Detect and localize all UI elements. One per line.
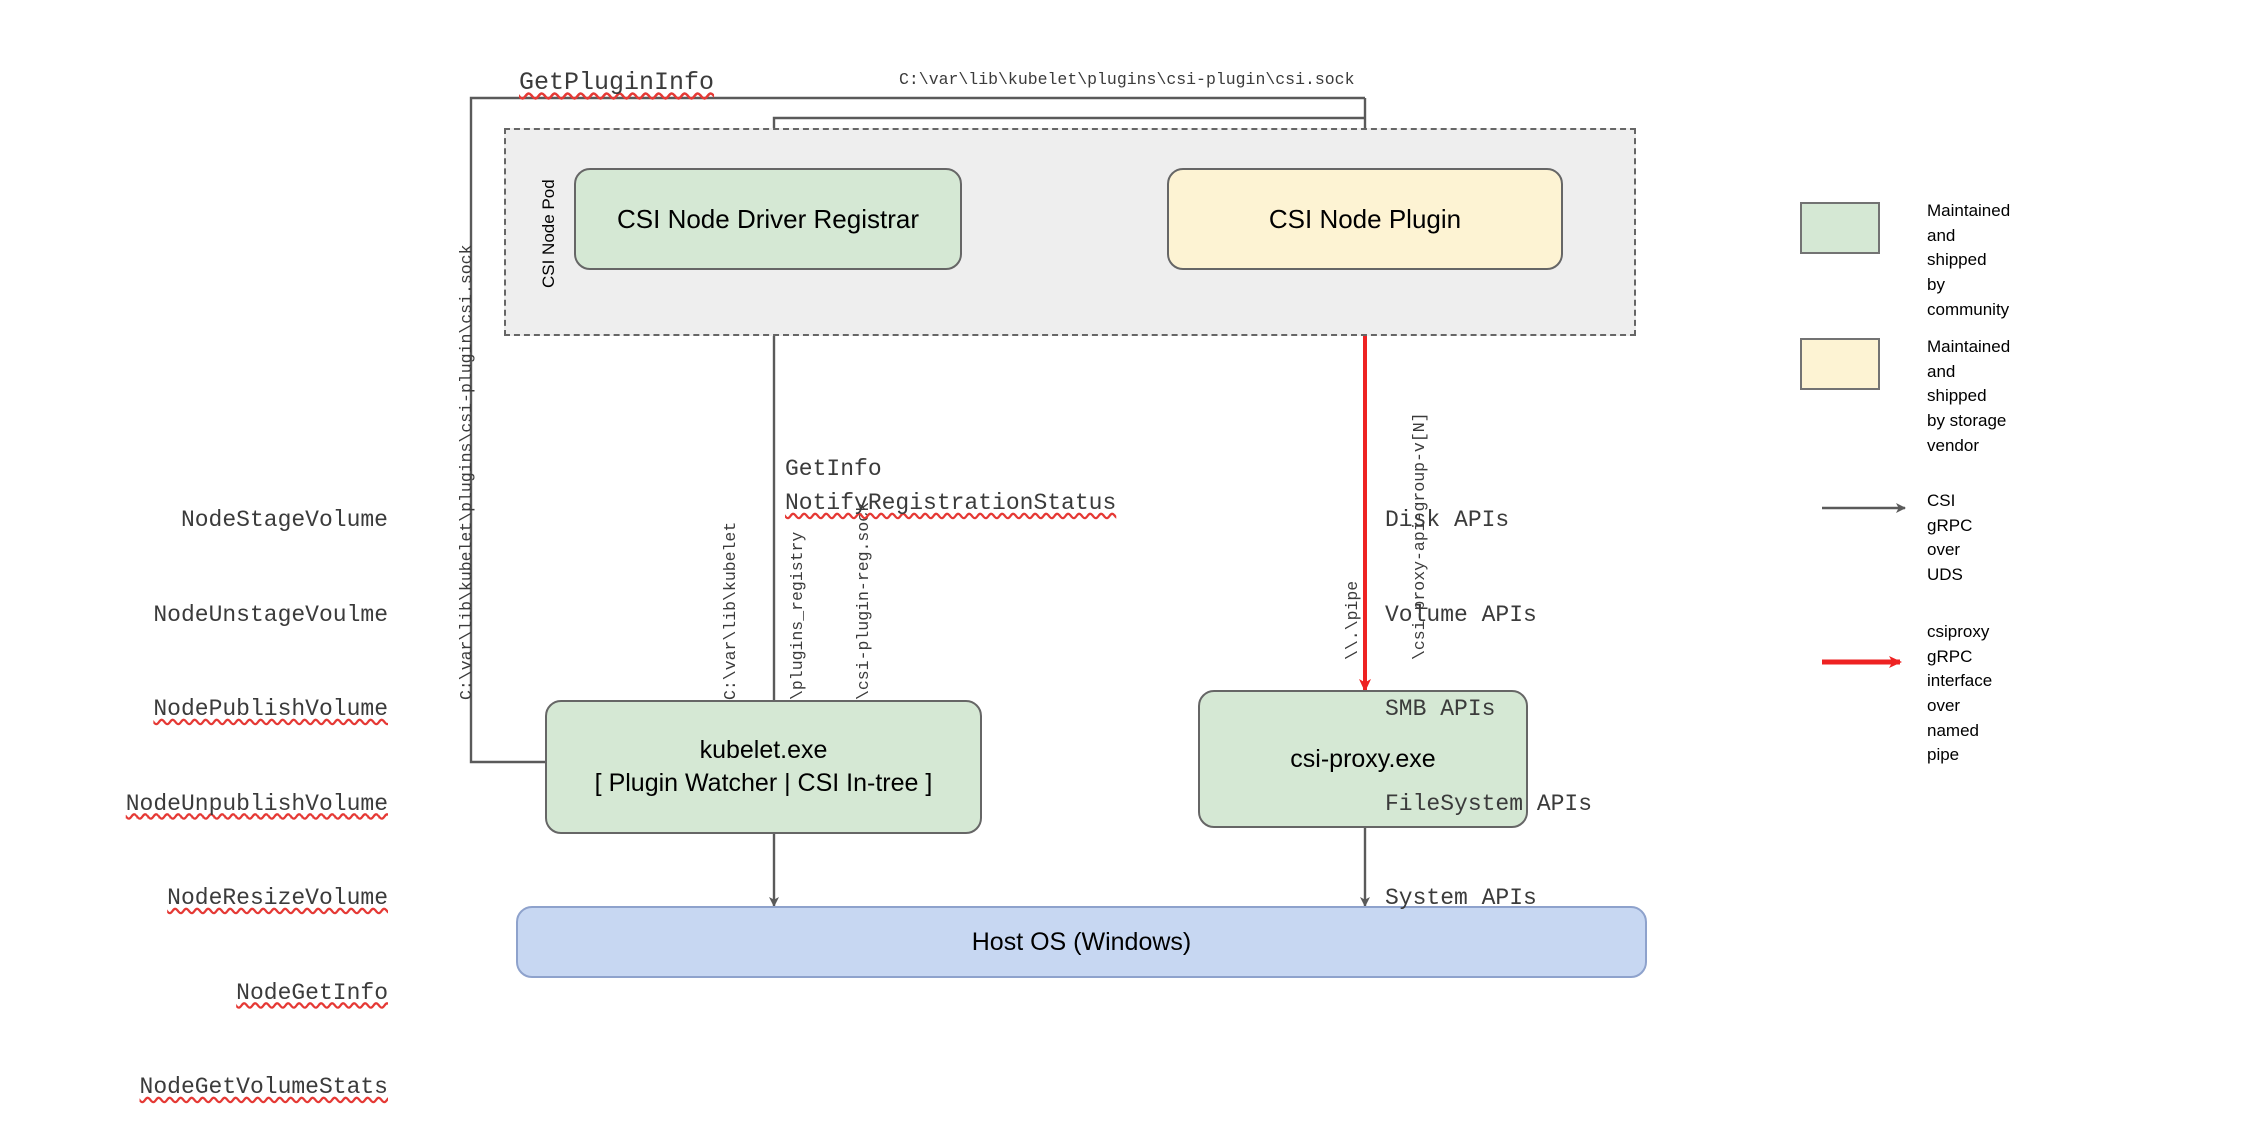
legend-label-storage-vendor: Maintained and shipped by storage vendor — [1927, 337, 2011, 455]
list-item: Volume APIs — [1385, 601, 1537, 628]
legend-label-csiproxy-named-pipe: csiproxy gRPC interface over named pipe — [1927, 622, 1993, 765]
list-item: NodeUnpublishVolume — [125, 790, 388, 817]
node-api-call-list: NodeStageVolume NodeUnstageVoulme NodePu… — [100, 442, 388, 1135]
list-item: NodeStageVolume — [180, 507, 388, 533]
node-csi-node-plugin[interactable]: CSI Node Plugin — [1167, 168, 1563, 270]
registry-path-line-3: \csi-plugin-reg.sock — [853, 501, 873, 700]
list-item: NodeGetInfo — [236, 979, 388, 1006]
legend-swatch-community — [1800, 202, 1880, 254]
list-item: NodeGetVolumeStats — [139, 1074, 388, 1100]
list-item: FileSystem APIs — [1385, 790, 1593, 817]
label-notify-registration-status: NotifyRegistrationStatus — [785, 490, 1117, 516]
label-plugin-csi-sock-path: C:\var\lib\kubelet\plugins\csi-plugin\cs… — [899, 70, 1355, 89]
list-item: NodeUnstageVoulme — [153, 601, 388, 628]
kubelet-name: kubelet.exe — [699, 736, 828, 764]
kubelet-components: [ Plugin Watcher | CSI In-tree ] — [594, 769, 933, 797]
node-host-os[interactable]: Host OS (Windows) — [516, 906, 1647, 978]
label-registry-sock-path: C:\var\lib\kubelet \plugins_registry \cs… — [676, 502, 897, 700]
legend-label-csi-grpc-uds: CSI gRPC over UDS — [1927, 491, 1973, 584]
node-csi-proxy-exe[interactable]: csi-proxy.exe — [1198, 690, 1528, 828]
list-item: SMB APIs — [1385, 696, 1496, 722]
list-item: NodePublishVolume — [153, 696, 388, 722]
node-label: csi-proxy.exe — [1290, 744, 1436, 773]
node-label: CSI Node Plugin — [1268, 203, 1462, 234]
node-label: Host OS (Windows) — [971, 927, 1192, 956]
list-item: Disk APIs — [1385, 507, 1510, 533]
csi-proxy-api-group-list: Disk APIs Volume APIs SMB APIs FileSyste… — [1385, 442, 1592, 946]
node-kubelet-exe[interactable]: kubelet.exe [ Plugin Watcher | CSI In-tr… — [545, 700, 982, 834]
label-get-plugin-info: GetPluginInfo — [519, 68, 715, 97]
node-label: CSI Node Driver Registrar — [617, 203, 919, 234]
node-csi-node-driver-registrar[interactable]: CSI Node Driver Registrar — [574, 168, 962, 270]
registry-path-line-2: \plugins_registry — [787, 531, 807, 700]
csi-node-pod-label: CSI Node Pod — [539, 179, 558, 288]
list-item: NodeResizeVolume — [167, 885, 388, 911]
registry-path-line-1: C:\var\lib\kubelet — [721, 521, 741, 700]
label-left-vertical-csi-sock: C:\var\lib\kubelet\plugins\csi-plugin\cs… — [457, 244, 476, 700]
label-get-info: GetInfo — [785, 456, 882, 482]
legend-swatch-storage-vendor — [1800, 338, 1880, 390]
list-item: System APIs — [1385, 885, 1537, 911]
named-pipe-line-1: \\.\pipe — [1343, 580, 1363, 660]
legend-label-community: Maintained and shipped by community — [1927, 201, 2011, 319]
